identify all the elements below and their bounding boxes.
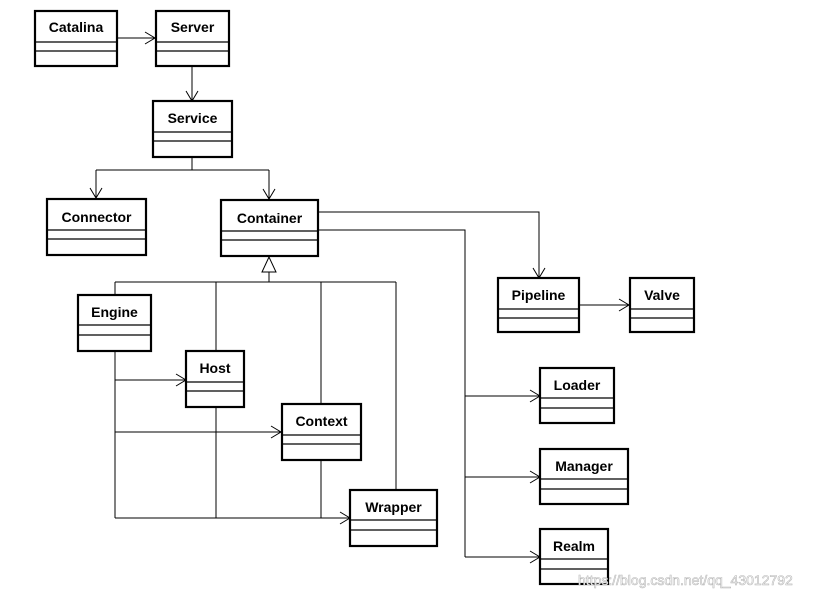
class-manager: Manager (538, 447, 630, 506)
class-name: Server (171, 19, 215, 35)
class-service: Service (151, 99, 234, 159)
class-loader: Loader (538, 366, 616, 425)
class-name: Realm (553, 538, 595, 554)
container-pipeline-line (318, 211, 540, 278)
class-name: Valve (644, 287, 680, 303)
class-wrapper: Wrapper (348, 488, 439, 548)
class-connector: Connector (45, 197, 148, 257)
class-name: Loader (554, 377, 601, 393)
class-host: Host (184, 349, 246, 409)
class-name: Catalina (49, 19, 104, 35)
class-context: Context (280, 402, 363, 462)
class-name: Container (237, 210, 303, 226)
class-name: Wrapper (365, 499, 422, 515)
watermark-text: https://blog.csdn.net/qq_43012792 (578, 572, 793, 588)
class-engine: Engine (76, 293, 153, 353)
class-name: Manager (555, 458, 613, 474)
class-name: Context (295, 413, 347, 429)
class-server: Server (154, 9, 231, 68)
class-name: Connector (62, 209, 133, 225)
class-catalina: Catalina (33, 9, 119, 68)
class-name: Service (168, 110, 218, 126)
class-container: Container (219, 198, 320, 258)
class-name: Host (199, 360, 230, 376)
relationship-lines (89, 31, 630, 564)
class-pipeline: Pipeline (496, 276, 581, 334)
class-realm: Realm (538, 527, 610, 586)
class-name: Engine (91, 304, 138, 320)
class-valve: Valve (628, 276, 696, 334)
container-bus-line (318, 229, 466, 557)
class-name: Pipeline (512, 287, 566, 303)
generalization-triangle (261, 255, 277, 273)
